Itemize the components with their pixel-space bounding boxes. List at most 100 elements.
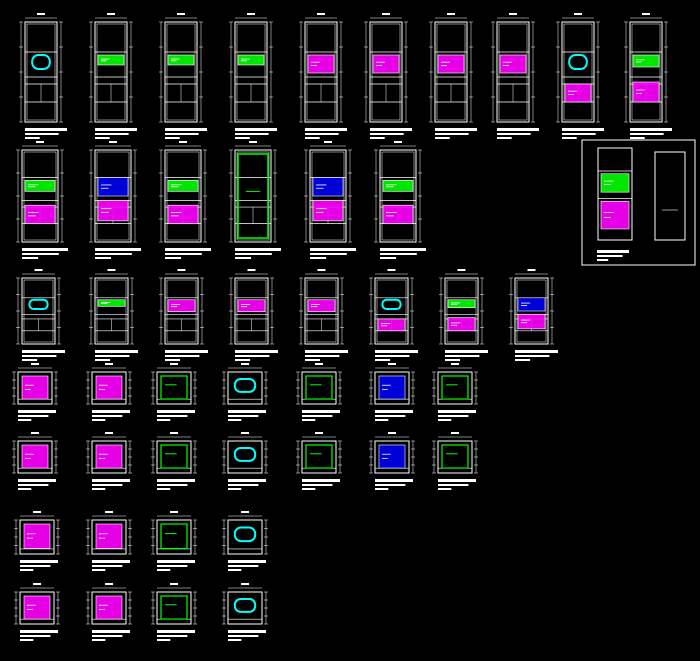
top-dimension-label: [241, 583, 249, 585]
top-dimension-label: [382, 13, 390, 15]
green-panel-text: [171, 58, 180, 62]
row-6-small-cabinets-cabinet-2: [86, 511, 132, 571]
title-block: [305, 350, 348, 361]
top-dimension-label: [388, 432, 396, 434]
cabinet-frame: [21, 277, 56, 345]
dimension-lines: [159, 17, 203, 123]
green-panel: [382, 180, 414, 192]
blue-panel-text: [521, 302, 531, 306]
magenta-panel: [372, 54, 400, 74]
green-panel-text: [636, 59, 645, 63]
row-4-small-cabinets-cabinet-7: [432, 363, 478, 421]
magenta-panel: [517, 313, 546, 330]
row-1-tall-cabinets-cabinet-7: [429, 13, 477, 139]
title-block: [165, 248, 211, 259]
dimension-lines: [439, 273, 484, 345]
cabinet-frame: [437, 440, 473, 474]
cabinet-frame: [227, 371, 263, 405]
top-dimension-label: [179, 141, 187, 143]
blue-panel-text: [382, 453, 391, 459]
top-dimension-label: [527, 269, 536, 271]
row-1-tall-cabinets-cabinet-2: [89, 13, 137, 139]
title-block: [375, 479, 413, 490]
dimension-lines: [491, 17, 535, 123]
dimension-lines: [229, 145, 277, 243]
cabinet-frame: [156, 591, 192, 625]
green-panel: [441, 444, 469, 469]
dimension-lines: [296, 367, 342, 405]
row-1-tall-cabinets-cabinet-6: [364, 13, 412, 139]
cyan-oval-window: [233, 378, 257, 393]
cabinet-frame: [374, 371, 410, 405]
green-panel-text: [28, 184, 39, 188]
dimension-lines: [151, 436, 197, 474]
cabinet-frame: [24, 21, 58, 123]
top-dimension-label: [451, 432, 459, 434]
dimension-lines: [89, 17, 133, 123]
magenta-panel: [24, 204, 56, 224]
title-block: [92, 560, 130, 571]
row-2-tall-cabinets-cabinet-4: [229, 141, 281, 259]
row-5-small-cabinets-cabinet-1: [12, 432, 58, 490]
top-dimension-label: [177, 269, 186, 271]
cabinet-frame: [234, 21, 268, 123]
cabinet-frame: [94, 149, 132, 243]
magenta-panel: [95, 523, 123, 549]
magenta-panel: [237, 299, 266, 312]
cabinet-frame: [434, 21, 468, 123]
dimension-lines: [374, 145, 422, 243]
cabinet-frame: [514, 277, 549, 345]
row-1-tall-cabinets-cabinet-4: [229, 13, 277, 139]
cabinet-elevations-layer: [12, 13, 696, 641]
title-block: [95, 128, 137, 139]
top-dimension-label: [509, 13, 517, 15]
cabinet-frame: [164, 277, 199, 345]
dimension-lines: [229, 273, 274, 345]
title-block: [20, 560, 58, 571]
blue-panel-text: [382, 384, 391, 390]
green-panel-text: [241, 58, 250, 62]
dimension-lines: [299, 273, 344, 345]
green-panel: [305, 375, 333, 400]
row-3-medium-cabinets-cabinet-4: [229, 269, 278, 361]
magenta-panel: [437, 54, 465, 74]
cabinet-frame: [94, 21, 128, 123]
row-6-small-cabinets-cabinet-1: [14, 511, 60, 571]
cabinet-frame: [19, 591, 55, 625]
magenta-panel: [564, 83, 592, 103]
cabinet-frame: [304, 277, 339, 345]
cabinet-inner-frame: [96, 23, 126, 121]
magenta-panel-text: [241, 304, 251, 308]
green-panel-text: [386, 184, 397, 188]
dimension-lines: [369, 436, 415, 474]
title-block: [435, 128, 477, 139]
blue-panel-text: [101, 184, 112, 189]
title-block: [310, 248, 356, 259]
magenta-panel-text: [503, 61, 512, 66]
top-dimension-label: [107, 13, 115, 15]
cabinet-frame: [227, 519, 263, 555]
cabinet-frame: [374, 277, 409, 345]
title-block: [95, 248, 141, 259]
cabinet-frame: [227, 440, 263, 474]
magenta-panel-text: [99, 453, 108, 459]
row-2-tall-cabinets-cabinet-3: [159, 141, 211, 259]
top-dimension-label: [105, 363, 113, 365]
magenta-panel-text: [636, 89, 645, 94]
cabinet-inner-frame: [96, 279, 127, 343]
title-block: [235, 248, 281, 259]
title-block: [18, 410, 56, 421]
cabinet-frame: [21, 149, 59, 243]
title-block: [165, 350, 208, 361]
magenta-panel-text: [451, 322, 461, 326]
cabinet-inner-frame: [563, 23, 593, 121]
cabinet-frame: [94, 277, 129, 345]
top-dimension-label: [105, 511, 113, 513]
title-block: [445, 350, 488, 361]
dimension-lines: [16, 273, 61, 345]
title-block: [562, 128, 604, 139]
cabinet-inner-frame: [96, 151, 130, 241]
cabinet-frame: [374, 440, 410, 474]
magenta-panel-text: [99, 533, 108, 539]
